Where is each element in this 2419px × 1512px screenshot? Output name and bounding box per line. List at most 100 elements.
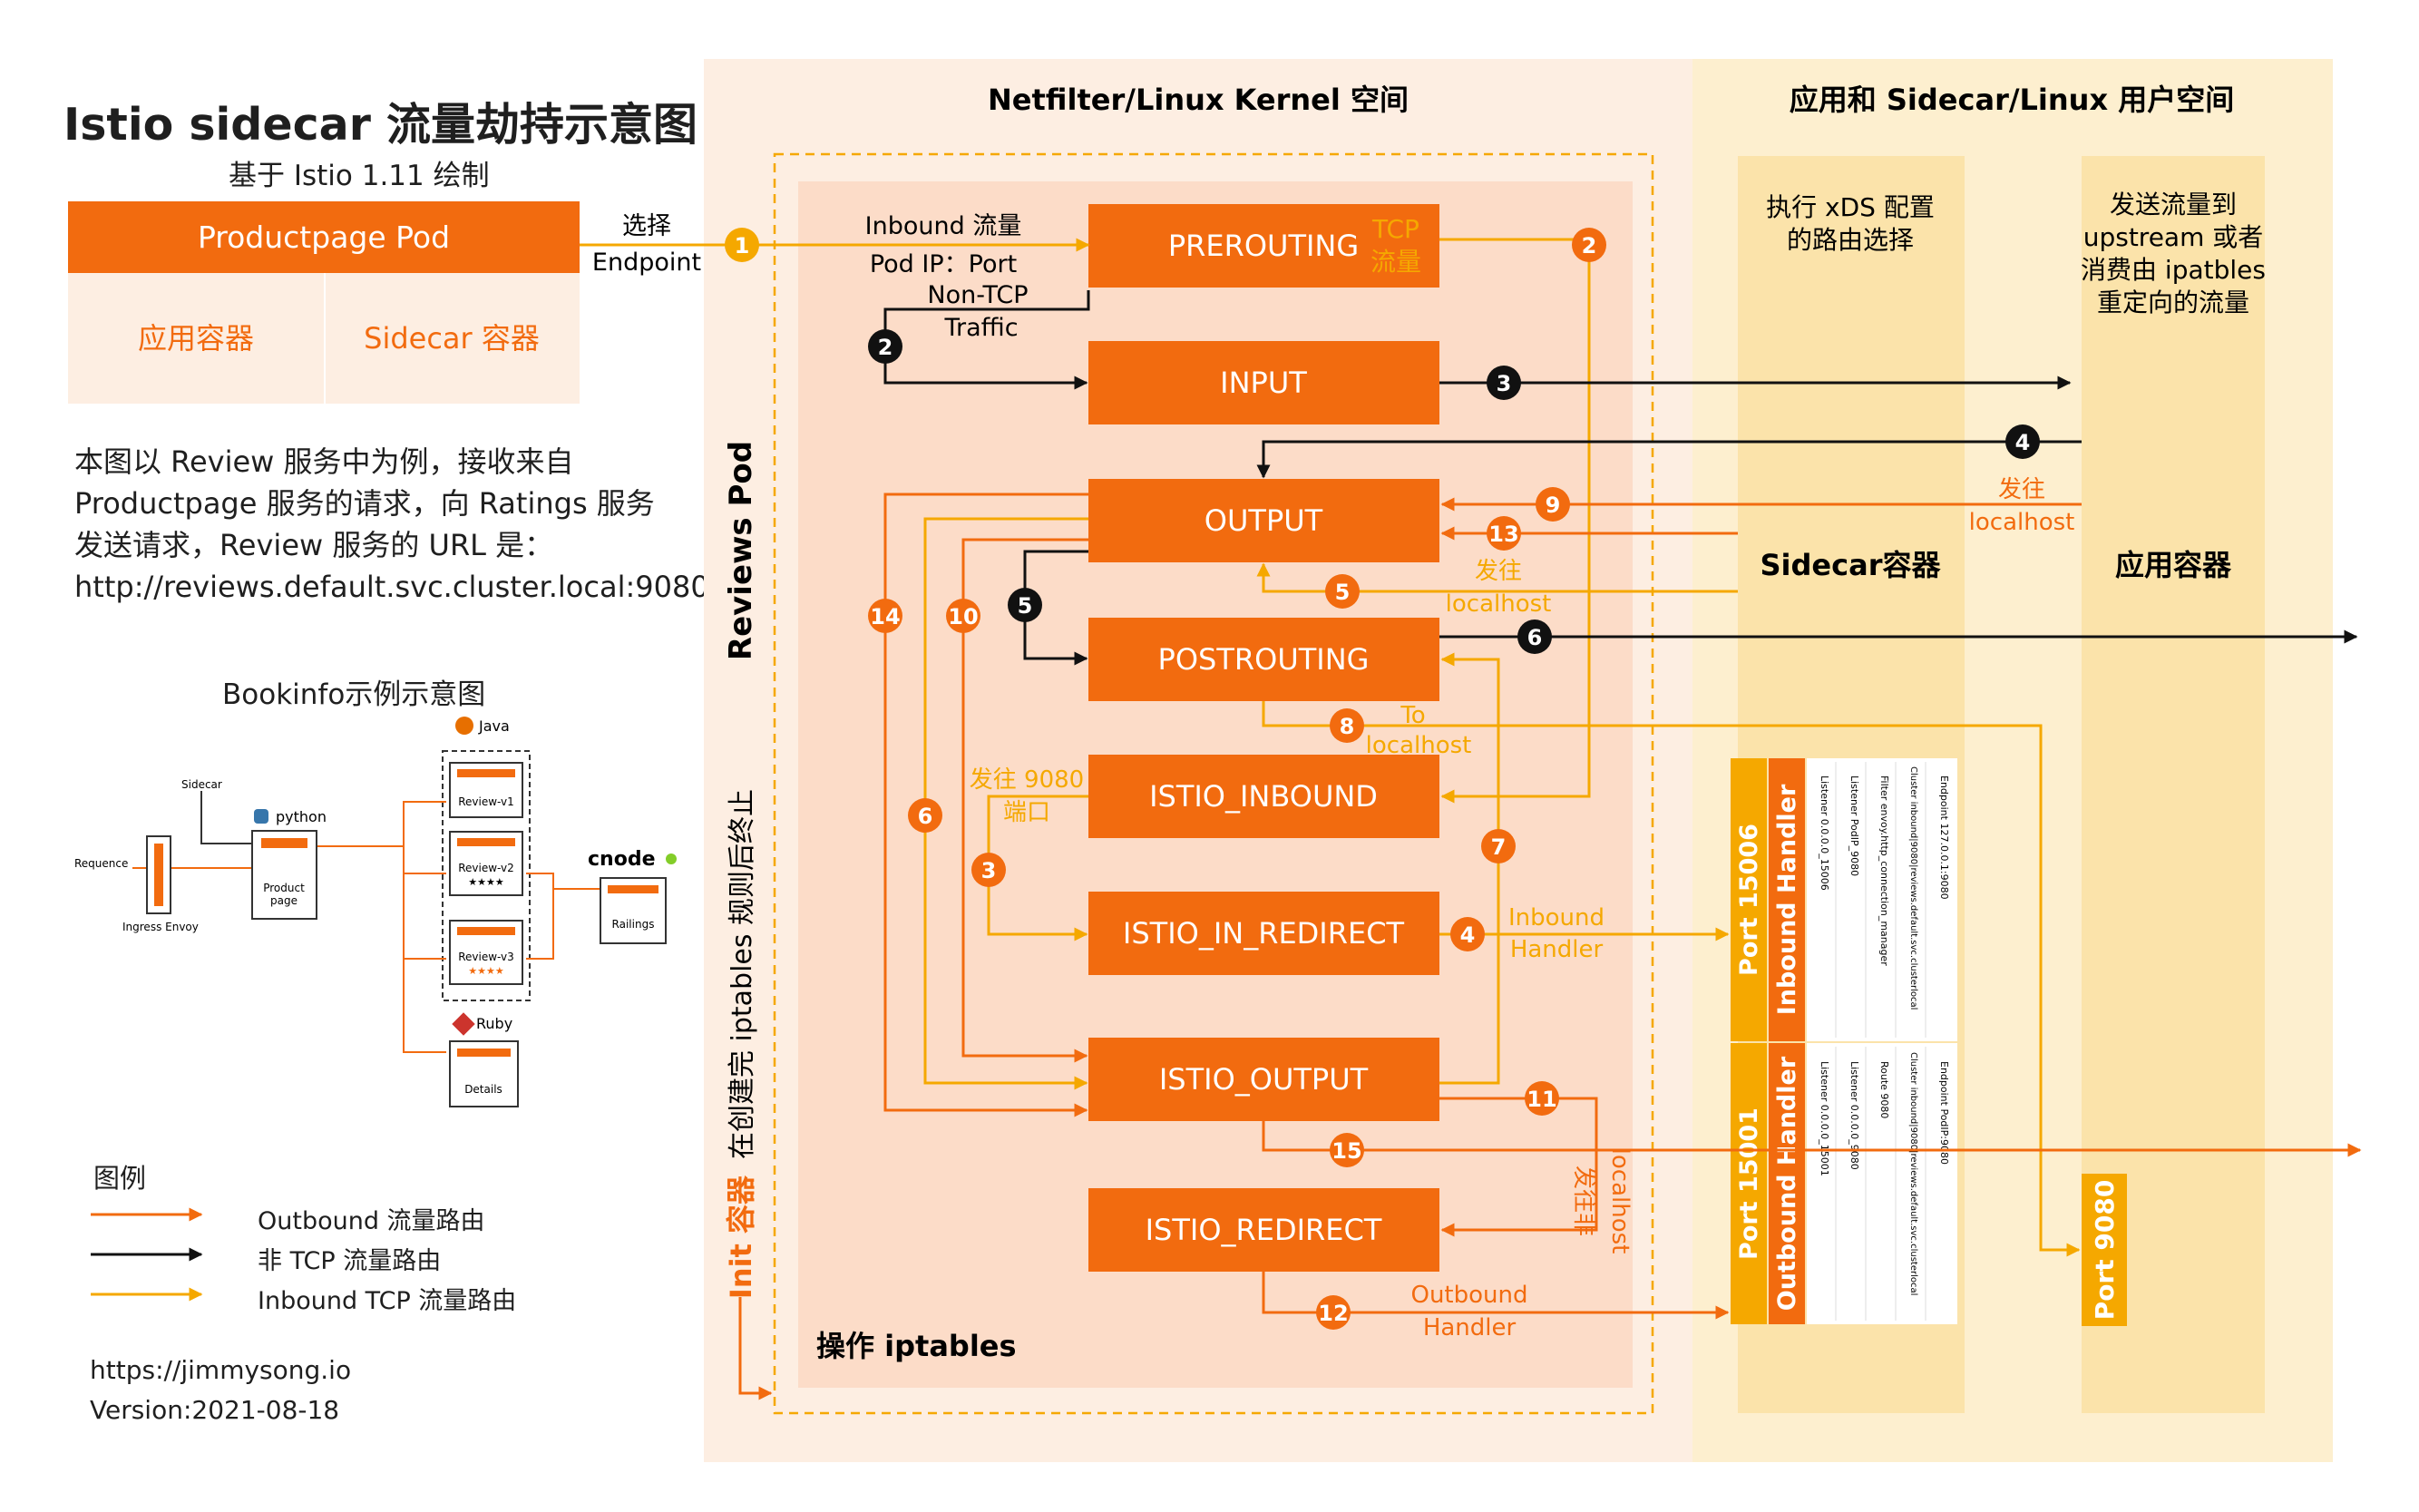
legend-lines (91, 1207, 203, 1302)
bookinfo-details-label: Details (464, 1083, 502, 1096)
pod-ip-port-label: Pod IP：Port (870, 250, 1017, 278)
intro-line: 本图以 Review 服务中为例，接收来自 (74, 444, 574, 479)
port-15001-label: Port 15001 (1735, 1107, 1763, 1260)
inbound-handler-flow-2: Handler (1510, 936, 1604, 963)
send-text-3: 消费由 ipatbles (2081, 255, 2266, 285)
step-2-nontcp: 2 (878, 335, 893, 360)
step-8: 8 (1340, 714, 1355, 739)
outbound-detail-4: Cluster inbound|9080|reviews.default.svc… (1908, 1052, 1918, 1295)
tcp-flow-label-1: TCP (1371, 214, 1419, 244)
chain-output-label: OUTPUT (1205, 503, 1323, 538)
user-space-header: 应用和 Sidecar/Linux 用户空间 (1790, 83, 2235, 117)
step-4: 4 (1460, 922, 1476, 948)
legend-title: 图例 (93, 1163, 147, 1194)
legend-item-outbound: Outbound 流量路由 (258, 1207, 485, 1235)
tcp-flow-label-2: 流量 (1370, 247, 1421, 277)
chain-istio-in-redirect: ISTIO_IN_REDIRECT (1088, 892, 1439, 975)
chain-postrouting: POSTROUTING (1088, 618, 1439, 701)
footer-version: Version:2021-08-18 (90, 1395, 340, 1425)
xds-text-2: 的路由选择 (1787, 225, 1914, 255)
send-localhost-5-1: 发往 (1475, 558, 1522, 585)
bookinfo-product-label-1: Product (263, 882, 305, 894)
chain-istio-redirect: ISTIO_REDIRECT (1088, 1188, 1439, 1272)
chain-prerouting-label: PREROUTING (1168, 229, 1359, 263)
subtitle: 基于 Istio 1.11 绘制 (229, 160, 490, 192)
port-9080-box: Port 9080 (2082, 1174, 2127, 1326)
intro-line: http://reviews.default.svc.cluster.local… (74, 570, 719, 604)
kernel-header: Netfilter/Linux Kernel 空间 (988, 83, 1409, 117)
not-localhost-1: 发往非 (1570, 1166, 1597, 1236)
bookinfo-ratings-label: Railings (612, 918, 655, 931)
bookinfo-ruby-label: Ruby (476, 1015, 512, 1032)
send-localhost-5-2: localhost (1446, 590, 1552, 618)
bookinfo-review-v1-label: Review-v1 (458, 795, 514, 808)
bookinfo-sidecar-label: Sidecar (181, 778, 222, 791)
step-2-inbound: 2 (1582, 233, 1597, 259)
bookinfo-stars-v3: ★★★★ (468, 965, 504, 977)
step-13: 13 (1488, 522, 1518, 547)
init-terminate-label: 在创建完 iptables 规则后终止 (727, 789, 758, 1159)
step-6: 6 (918, 804, 933, 829)
productpage-pod-header (68, 201, 580, 273)
legend-item-nontcp: 非 TCP 流量路由 (258, 1247, 442, 1275)
step-6-nontcp: 6 (1527, 625, 1543, 650)
outbound-handler-panel: Port 15001 Outbound Handler Listener 0.0… (1731, 1043, 1957, 1324)
legend-item-inbound: Inbound TCP 流量路由 (258, 1287, 517, 1315)
productpage-app-container (68, 273, 324, 404)
python-icon (254, 809, 268, 824)
send-text-2: upstream 或者 (2083, 222, 2264, 252)
bookinfo-stars-v2: ★★★★ (468, 876, 504, 888)
outbound-handler-label: Outbound Handler (1773, 1056, 1801, 1311)
step-14: 14 (870, 604, 900, 629)
chain-istio-inbound: ISTIO_INBOUND (1088, 755, 1439, 838)
init-arrow (738, 1297, 773, 1400)
bookinfo-title: Bookinfo示例示意图 (222, 678, 486, 711)
productpage-sidecar-container (326, 273, 580, 404)
xds-text-1: 执行 xDS 配置 (1766, 192, 1935, 222)
reviews-pod-label: Reviews Pod (723, 441, 759, 660)
productpage-pod-label: Productpage Pod (198, 219, 450, 255)
step-12: 12 (1318, 1301, 1348, 1326)
chain-prerouting: PREROUTING TCP 流量 (1088, 204, 1439, 288)
chain-istio-in-redirect-label: ISTIO_IN_REDIRECT (1123, 916, 1405, 951)
productpage-pod: Productpage Pod 应用容器 Sidecar 容器 选择 Endpo… (68, 201, 701, 404)
inbound-flow-label: Inbound 流量 (865, 212, 1022, 240)
intro-line: Productpage 服务的请求，向 Ratings 服务 (74, 486, 655, 521)
chain-input-label: INPUT (1220, 366, 1307, 400)
inbound-detail-2: Listener PodIP_9080 (1848, 776, 1860, 876)
bookinfo-requence: Requence (74, 857, 128, 870)
bookinfo-python-label: python (276, 808, 327, 825)
outbound-detail-3: Route 9080 (1878, 1061, 1890, 1118)
inbound-handler-panel: Port 15006 Inbound Handler Listener 0.0.… (1731, 758, 1957, 1041)
java-icon (455, 717, 473, 735)
outbound-handler-flow-2: Handler (1423, 1314, 1517, 1341)
bookinfo-node-logo: cnode (588, 848, 656, 871)
port-15006-label: Port 15006 (1735, 824, 1763, 976)
flow-labels: Inbound 流量 Pod IP：Port Non-TCP Traffic 发… (865, 212, 2075, 1341)
bookinfo-node-dot (666, 854, 677, 864)
step-7: 7 (1491, 834, 1507, 860)
outbound-handler-flow-1: Outbound (1410, 1282, 1527, 1309)
intro-line: 发送请求，Review 服务的 URL 是： (74, 528, 554, 562)
step-10: 10 (948, 604, 978, 629)
flow-lines (580, 238, 2362, 1320)
step-badges: 1 2 2 3 4 5 6 9 13 5 14 10 8 6 3 7 4 11 … (725, 228, 2040, 1330)
send-localhost-9-1: 发往 (1998, 476, 2045, 503)
inbound-detail-3: Filter envoy.http_connection_manager (1878, 776, 1890, 966)
bookinfo-java-group (442, 750, 531, 1001)
select-endpoint-2: Endpoint (592, 249, 701, 277)
footer-url[interactable]: https://jimmysong.io (90, 1355, 352, 1385)
intro-text: 本图以 Review 服务中为例，接收来自 Productpage 服务的请求，… (74, 441, 719, 608)
step-4-nontcp: 4 (2015, 430, 2031, 455)
init-container-label: Init 容器 (724, 1175, 758, 1299)
app-container-label: 应用容器 (2115, 548, 2232, 582)
outbound-detail-2: Listener 0.0.0.0_9080 (1848, 1061, 1860, 1170)
inbound-detail-5: Endpoint 127.0.0.1:9080 (1938, 776, 1950, 900)
step-5-nontcp: 5 (1018, 593, 1033, 619)
chain-istio-redirect-label: ISTIO_REDIRECT (1146, 1213, 1382, 1247)
chain-istio-output-label: ISTIO_OUTPUT (1159, 1062, 1369, 1097)
bookinfo-java-label: Java (478, 717, 510, 735)
step-3-nontcp: 3 (1497, 371, 1512, 396)
productpage-app-label: 应用容器 (138, 321, 254, 356)
